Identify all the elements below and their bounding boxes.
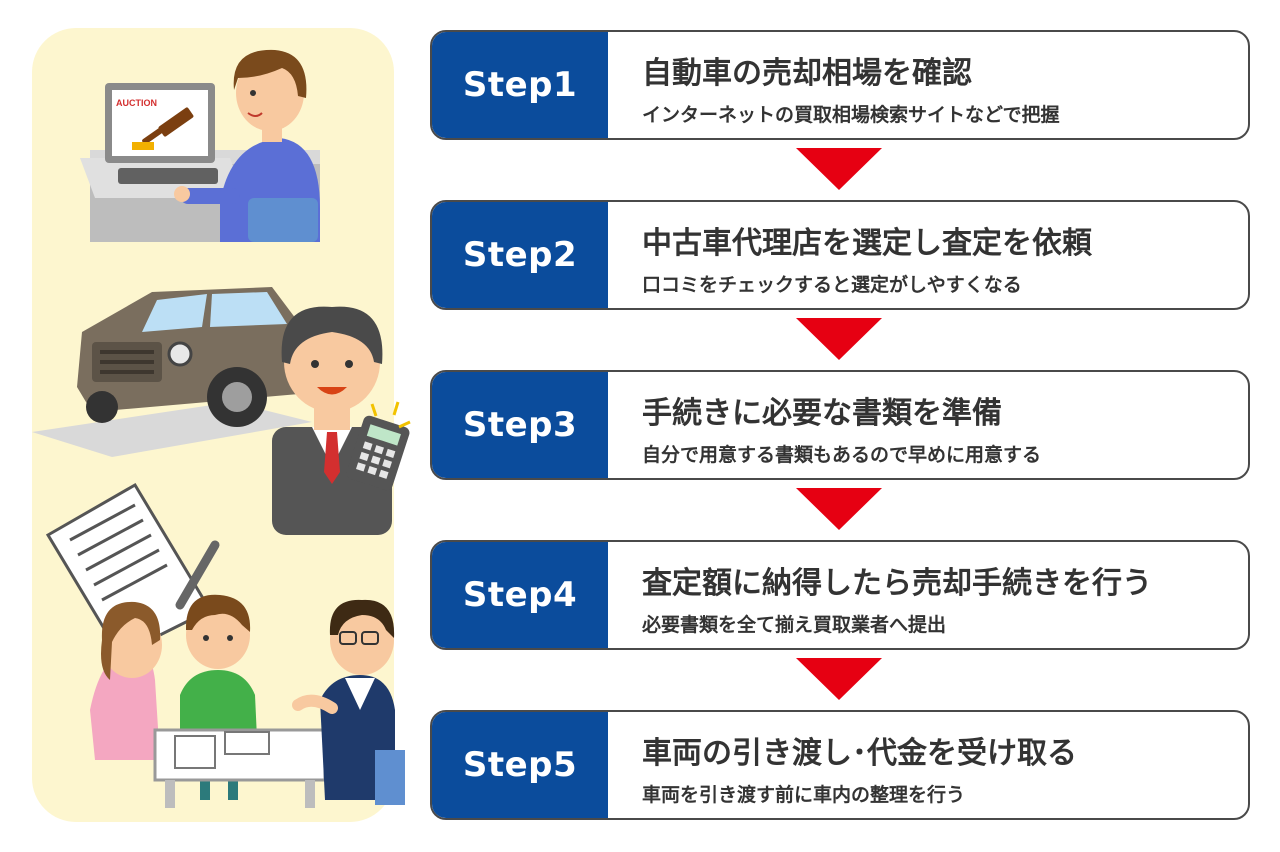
- step-label: Step4: [432, 542, 608, 648]
- car-salesman-illustration: [32, 287, 411, 535]
- step-title: 自動車の売却相場を確認: [642, 56, 972, 91]
- step-2: Step2 中古車代理店を選定し査定を依頼 口コミをチェックすると選定がしやすく…: [430, 200, 1250, 310]
- step-label: Step5: [432, 712, 608, 818]
- auction-sign: AUCTION: [116, 98, 157, 108]
- family-contract-illustration: [45, 482, 405, 808]
- down-arrow-icon: [796, 148, 882, 190]
- step-description: 自分で用意する書類もあるので早めに用意する: [642, 444, 1042, 466]
- step-title: 手続きに必要な書類を準備: [642, 396, 1002, 431]
- down-arrow-icon: [796, 658, 882, 700]
- step-title: 中古車代理店を選定し査定を依頼: [642, 226, 1092, 261]
- step-description: 口コミをチェックすると選定がしやすくなる: [642, 274, 1022, 296]
- step-description: 必要書類を全て揃え買取業者へ提出: [642, 614, 947, 636]
- step-1: Step1 自動車の売却相場を確認 インターネットの買取相場検索サイトなどで把握: [430, 30, 1250, 140]
- step-label: Step1: [432, 32, 608, 138]
- step-label: Step3: [432, 372, 608, 478]
- down-arrow-icon: [796, 318, 882, 360]
- step-description: 車両を引き渡す前に車内の整理を行う: [642, 784, 966, 806]
- step-3: Step3 手続きに必要な書類を準備 自分で用意する書類もあるので早めに用意する: [430, 370, 1250, 480]
- laptop-auction-illustration: AUCTION: [80, 49, 320, 242]
- step-title: 査定額に納得したら売却手続きを行う: [642, 566, 1152, 601]
- step-4: Step4 査定額に納得したら売却手続きを行う 必要書類を全て揃え買取業者へ提出: [430, 540, 1250, 650]
- step-5: Step5 車両の引き渡し･代金を受け取る 車両を引き渡す前に車内の整理を行う: [430, 710, 1250, 820]
- step-label: Step2: [432, 202, 608, 308]
- down-arrow-icon: [796, 488, 882, 530]
- step-title: 車両の引き渡し･代金を受け取る: [642, 736, 1077, 771]
- step-description: インターネットの買取相場検索サイトなどで把握: [642, 104, 1060, 126]
